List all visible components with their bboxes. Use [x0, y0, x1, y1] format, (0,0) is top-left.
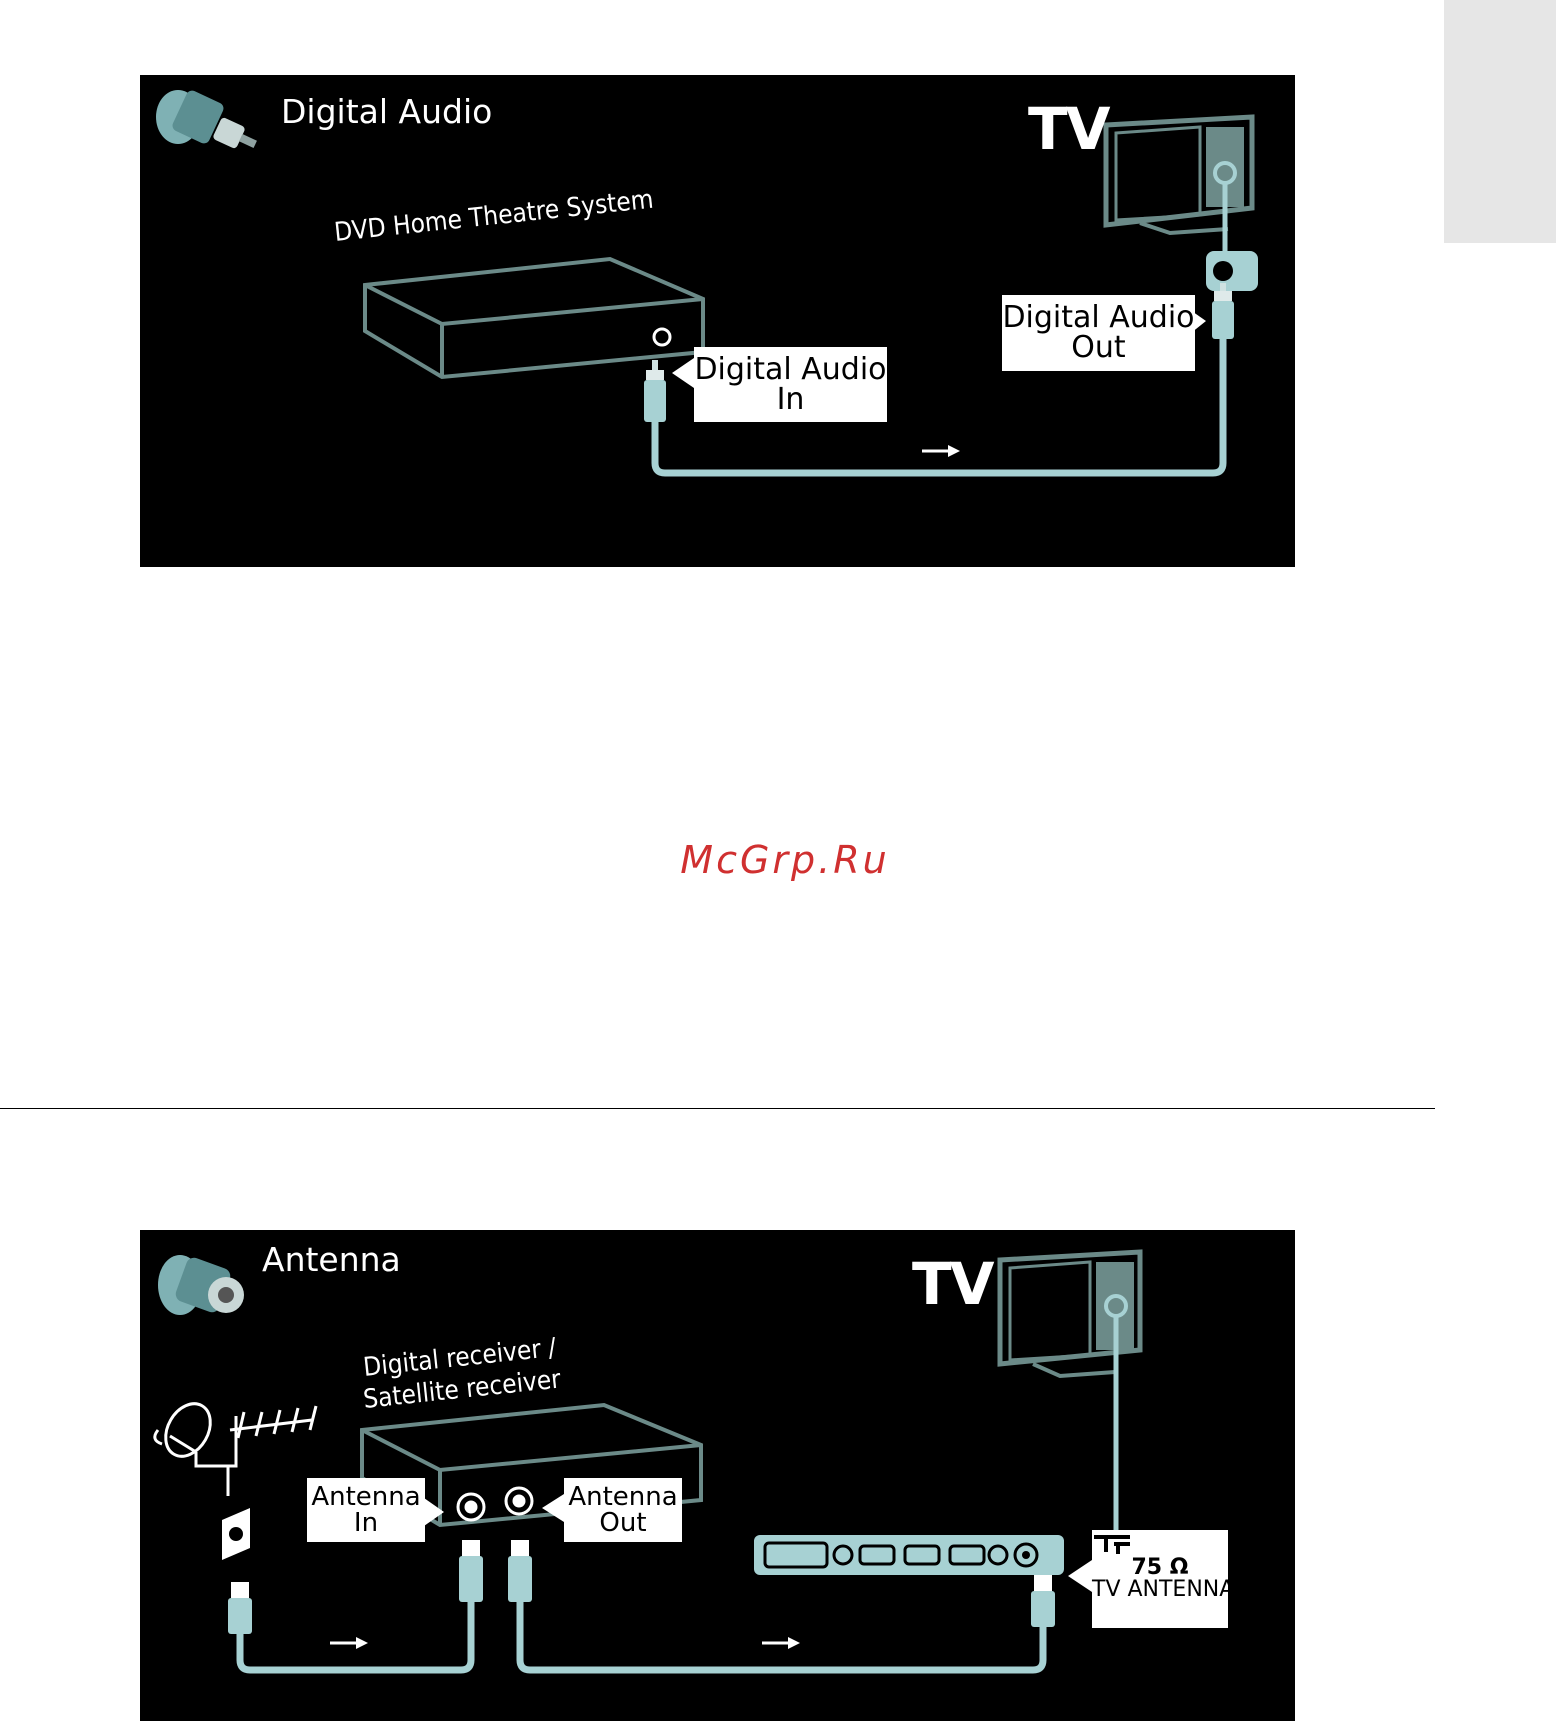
- tv-label-antenna: TV: [912, 1250, 992, 1318]
- diagram-title-digital-audio: Digital Audio: [281, 92, 492, 131]
- antenna-plug-tv: [1031, 1575, 1055, 1627]
- antenna-plug-receiver-out: [508, 1540, 532, 1602]
- antenna-symbol-icon: [1092, 1532, 1132, 1554]
- antenna-in-cable: [240, 1602, 471, 1670]
- watermark-text: McGrp.Ru: [0, 838, 1556, 882]
- callout-digital-audio-out: Digital Audio Out: [1002, 295, 1195, 371]
- dvd-audio-in-jack: [654, 329, 670, 345]
- signal-direction-arrow: [922, 445, 960, 457]
- wall-antenna-socket: [222, 1508, 250, 1560]
- callout-out-line2: Out: [1002, 333, 1195, 363]
- antenna-drawing: [140, 1230, 1295, 1721]
- tv-antenna-pointer: [1068, 1560, 1092, 1592]
- signal-direction-arrow-2: [762, 1637, 800, 1649]
- callout-antenna-in-line1: Antenna: [307, 1484, 425, 1510]
- diagram-title-antenna: Antenna: [262, 1240, 401, 1279]
- tv-antenna-impedance: 75 Ω: [1092, 1557, 1228, 1579]
- section-divider: [0, 1108, 1435, 1109]
- page-tab-marker: [1444, 0, 1556, 243]
- tv-label: TV: [1028, 95, 1108, 163]
- antenna-diagram: Antenna TV Digital receiver / Satellite …: [140, 1230, 1295, 1721]
- dvd-home-theatre-box: [365, 259, 703, 377]
- callout-digital-audio-in: Digital Audio In: [694, 347, 887, 422]
- callout-in-pointer: [672, 358, 694, 388]
- callout-antenna-out: Antenna Out: [564, 1478, 682, 1542]
- callout-in-line2: In: [694, 385, 887, 415]
- callout-in-line1: Digital Audio: [694, 355, 887, 385]
- antenna-out-pointer: [542, 1494, 564, 1522]
- receiver-antenna-jacks: [458, 1488, 532, 1520]
- callout-out-line1: Digital Audio: [1002, 303, 1195, 333]
- tv-connector-panel: [754, 1535, 1064, 1575]
- callout-tv-antenna: 75 Ω TV ANTENNA: [1092, 1530, 1228, 1628]
- tv-drawing-antenna: [1000, 1252, 1140, 1535]
- digital-audio-connector-icon: [156, 89, 257, 150]
- tv-drawing: [1106, 117, 1258, 291]
- callout-antenna-out-line2: Out: [564, 1510, 682, 1536]
- tv-antenna-label: TV ANTENNA: [1092, 1579, 1228, 1601]
- digital-audio-diagram: Digital Audio TV DVD Home Theatre System…: [140, 75, 1295, 567]
- signal-direction-arrow-1: [330, 1637, 368, 1649]
- antenna-out-cable: [520, 1602, 1043, 1670]
- digital-audio-plug-tv: [1212, 283, 1234, 339]
- callout-antenna-in: Antenna In: [307, 1478, 425, 1542]
- callout-antenna-in-line2: In: [307, 1510, 425, 1536]
- antenna-plug-wall: [228, 1582, 252, 1634]
- digital-audio-plug-dvd: [644, 360, 666, 422]
- satellite-dish-and-aerial: [155, 1396, 316, 1496]
- antenna-connector-icon: [158, 1255, 244, 1315]
- callout-antenna-out-line1: Antenna: [564, 1484, 682, 1510]
- antenna-plug-receiver-in: [459, 1540, 483, 1602]
